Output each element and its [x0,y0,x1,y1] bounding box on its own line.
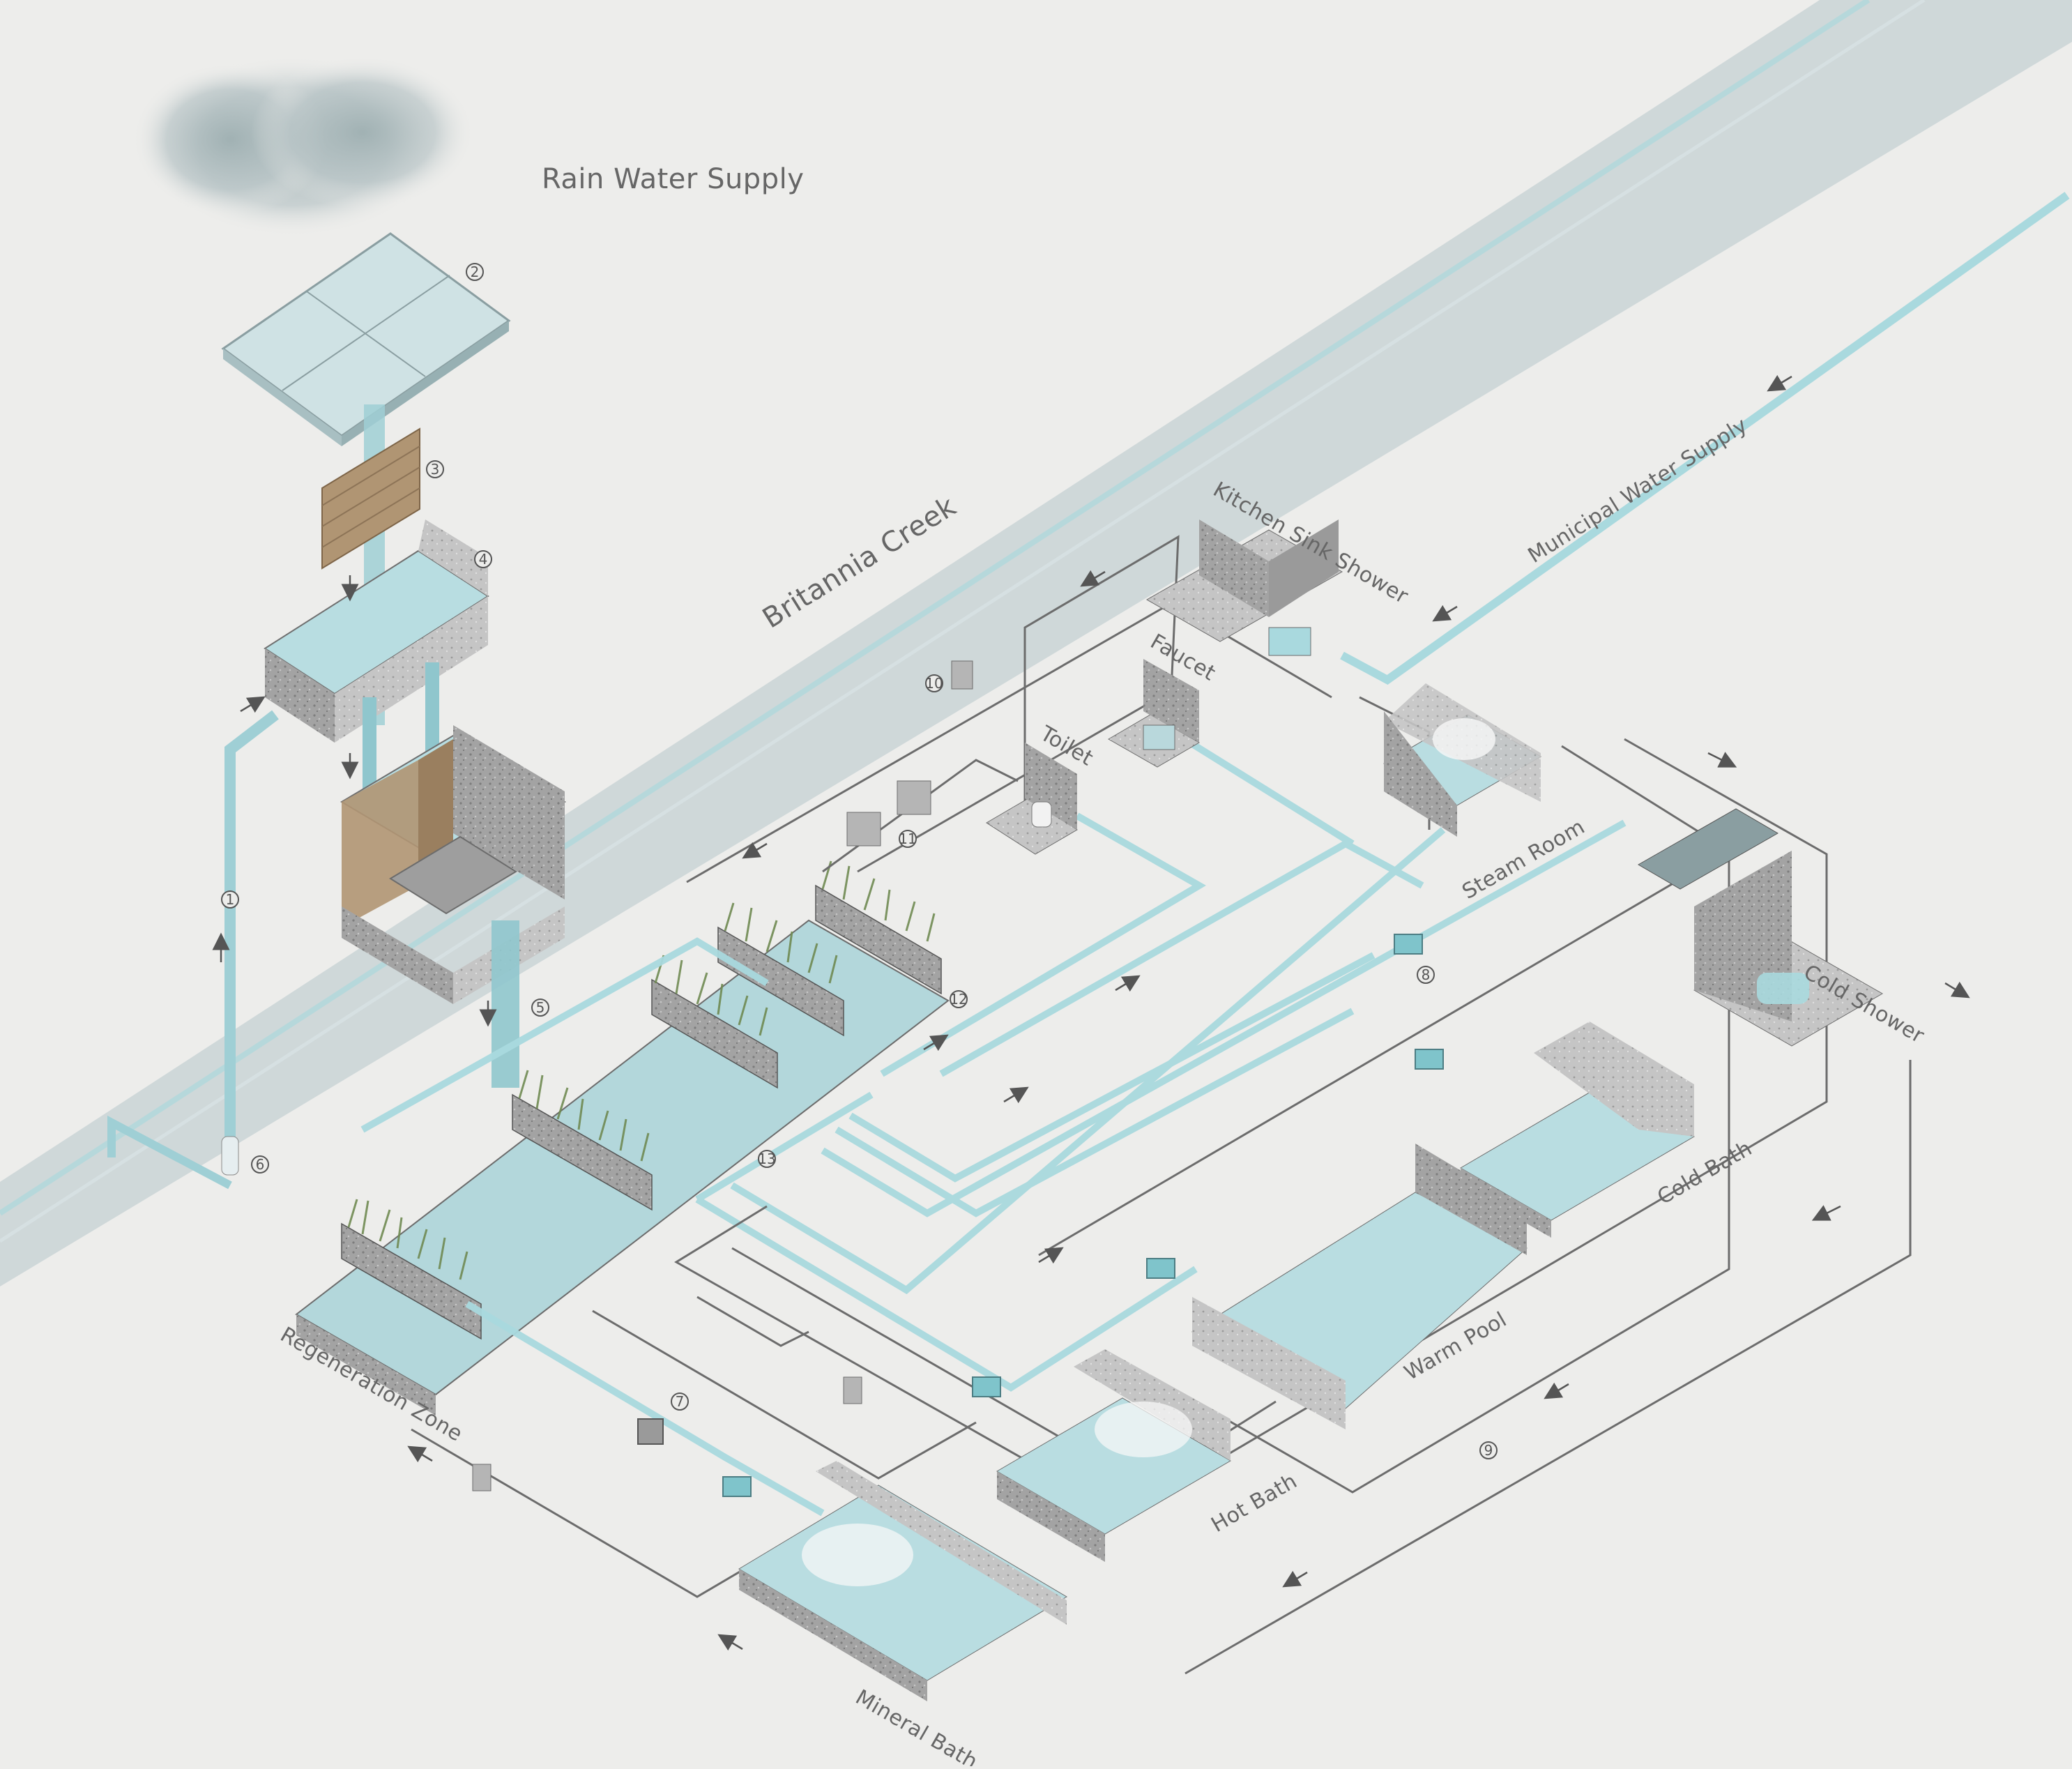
cold-shower [1638,808,1884,1047]
hot-bath [996,1349,1231,1562]
callout-10: 10 [925,674,943,692]
svg-text:6: 6 [256,1156,265,1173]
callout-4: 4 [474,550,492,568]
svg-text:3: 3 [431,461,440,478]
cold-bath [1460,1022,1695,1238]
callout-markers: 1 2 3 4 5 6 7 8 9 10 11 12 13 [221,263,1498,1459]
svg-text:7: 7 [676,1393,685,1410]
svg-text:11: 11 [899,830,916,847]
mineral-bath [738,1461,1067,1701]
rain-water-supply-label: Rain Water Supply [542,163,804,195]
svg-text:2: 2 [471,264,480,280]
cloud-icon [132,56,474,237]
faucet-station [1108,659,1200,768]
svg-text:10: 10 [925,675,943,692]
steam-room-label: Steam Room [1458,814,1590,904]
svg-text:5: 5 [536,999,545,1016]
svg-text:12: 12 [950,991,967,1008]
callout-7: 7 [671,1392,689,1411]
callout-1: 1 [221,890,239,909]
callout-13: 13 [758,1150,776,1168]
callout-2: 2 [466,263,484,281]
warm-pool [1191,1144,1528,1429]
municipal-supply-line [1340,192,2070,685]
callout-9: 9 [1479,1441,1498,1459]
callout-5: 5 [531,999,549,1017]
callout-11: 11 [899,830,917,848]
kitchen-sink-shower [1145,519,1343,656]
svg-text:1: 1 [226,891,235,908]
mineral-bath-label: Mineral Bath [851,1685,982,1766]
svg-text:4: 4 [479,551,488,568]
callout-6: 6 [251,1155,269,1174]
svg-text:13: 13 [758,1151,775,1167]
callout-3: 3 [426,460,444,478]
rain-collection-tower [107,232,566,1190]
callout-8: 8 [1417,966,1435,984]
pump-units [637,934,1444,1497]
toilet-station [986,743,1078,855]
svg-text:8: 8 [1422,966,1431,983]
flow-arrows [212,374,1970,1651]
steam-room [1383,683,1541,837]
municipal-water-supply-label: Municipal Water Supply [1524,413,1752,568]
water-pipes [360,715,1627,1517]
hot-bath-label: Hot Bath [1208,1469,1302,1538]
regeneration-zone [295,860,950,1415]
callout-12: 12 [950,990,968,1008]
svg-text:9: 9 [1484,1442,1493,1459]
filter-boxes [472,660,973,1491]
